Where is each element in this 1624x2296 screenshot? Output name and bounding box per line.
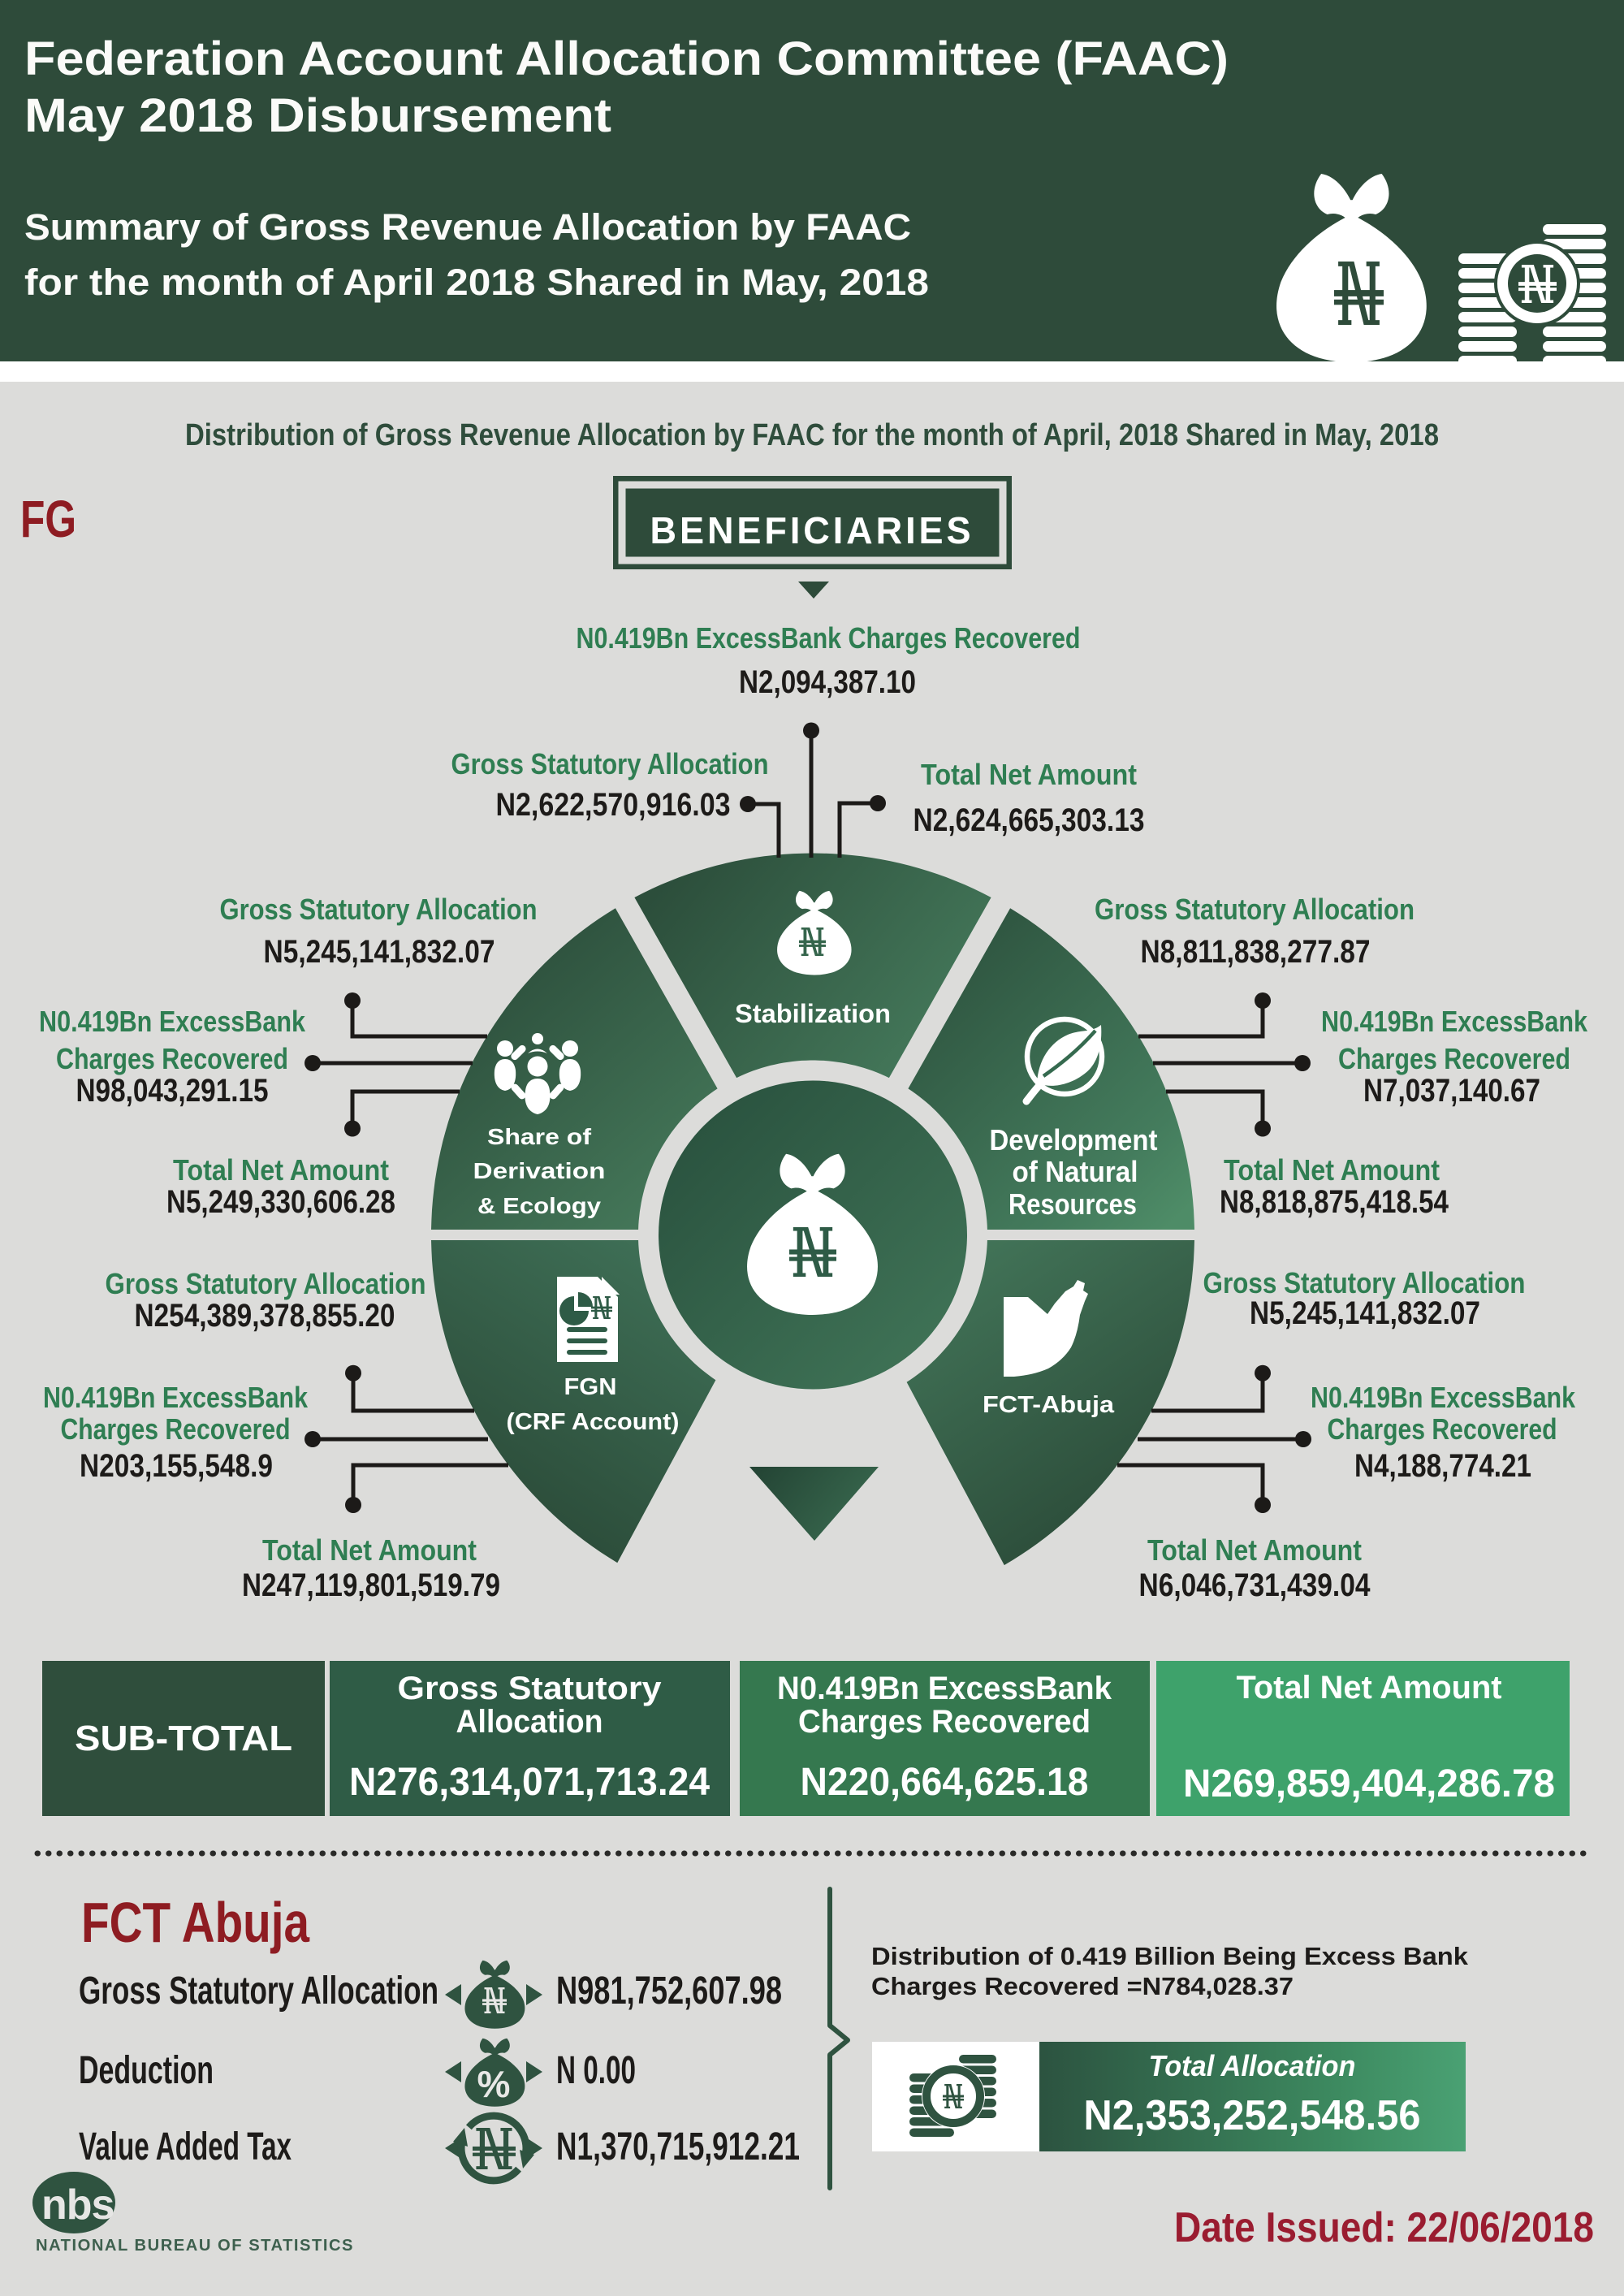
svg-text:& Ecology: & Ecology [477, 1193, 601, 1218]
svg-text:Total Net Amount: Total Net Amount [262, 1533, 477, 1567]
svg-text:N6,046,731,439.04: N6,046,731,439.04 [1139, 1567, 1371, 1603]
svg-text:Gross Statutory Allocation: Gross Statutory Allocation [79, 1970, 438, 2013]
svg-text:FG: FG [20, 490, 76, 548]
svg-text:N203,155,548.9: N203,155,548.9 [80, 1448, 273, 1484]
svg-text:N269,859,404,286.78: N269,859,404,286.78 [1183, 1762, 1555, 1805]
svg-text:Gross Statutory Allocation: Gross Statutory Allocation [106, 1267, 426, 1300]
svg-text:FCT Abuja: FCT Abuja [81, 1891, 310, 1954]
svg-text:BENEFICIARIES: BENEFICIARIES [650, 509, 974, 551]
svg-text:N0.419Bn ExcessBank: N0.419Bn ExcessBank [1321, 1005, 1588, 1038]
svg-text:Charges Recovered =N784,028.37: Charges Recovered =N784,028.37 [871, 1972, 1294, 2000]
svg-text:Derivation: Derivation [473, 1158, 606, 1183]
svg-text:N276,314,071,713.24: N276,314,071,713.24 [349, 1761, 710, 1804]
svg-text:N5,245,141,832.07: N5,245,141,832.07 [1250, 1295, 1480, 1331]
svg-text:Allocation: Allocation [456, 1704, 603, 1740]
svg-text:N0.419Bn ExcessBank Charges Re: N0.419Bn ExcessBank Charges Recovered [577, 621, 1081, 655]
svg-text:N0.419Bn ExcessBank: N0.419Bn ExcessBank [43, 1381, 309, 1414]
svg-text:N0.419Bn ExcessBank: N0.419Bn ExcessBank [777, 1671, 1112, 1706]
svg-text:Development: Development [990, 1123, 1158, 1157]
svg-text:Gross Statutory Allocation: Gross Statutory Allocation [451, 747, 769, 780]
svg-text:Charges Recovered: Charges Recovered [1328, 1412, 1557, 1446]
svg-text:N254,389,378,855.20: N254,389,378,855.20 [135, 1298, 395, 1334]
svg-text:Total Net Amount: Total Net Amount [1237, 1670, 1502, 1706]
svg-text:N8,811,838,277.87: N8,811,838,277.87 [1141, 934, 1371, 970]
svg-text:Gross Statutory Allocation: Gross Statutory Allocation [1203, 1266, 1526, 1299]
svg-text:Deduction: Deduction [79, 2049, 214, 2092]
svg-text:Total Net Amount: Total Net Amount [921, 758, 1137, 791]
svg-text:N220,664,625.18: N220,664,625.18 [801, 1761, 1089, 1804]
svg-text:SUB-TOTAL: SUB-TOTAL [75, 1719, 292, 1758]
svg-text:Date Issued: 22/06/2018: Date Issued: 22/06/2018 [1174, 2204, 1594, 2251]
svg-text:N2,622,570,916.03: N2,622,570,916.03 [496, 787, 731, 823]
svg-text:nbs: nbs [41, 2181, 114, 2229]
svg-text:N2,094,387.10: N2,094,387.10 [739, 664, 916, 700]
svg-text:Charges Recovered: Charges Recovered [798, 1704, 1091, 1740]
svg-text:N5,245,141,832.07: N5,245,141,832.07 [264, 934, 495, 970]
svg-text:FCT-Abuja: FCT-Abuja [983, 1392, 1115, 1418]
svg-text:of Natural: of Natural [1013, 1155, 1138, 1188]
svg-text:N8,818,875,418.54: N8,818,875,418.54 [1220, 1184, 1449, 1220]
svg-text:Summary of Gross Revenue Alloc: Summary of Gross Revenue Allocation by F… [24, 206, 911, 248]
svg-text:Charges Recovered: Charges Recovered [1338, 1042, 1570, 1075]
svg-text:Share of: Share of [487, 1124, 592, 1149]
svg-text:Distribution of 0.419 Billion: Distribution of 0.419 Billion Being Exce… [871, 1942, 1469, 1970]
svg-text:for the month of April 2018 Sh: for the month of April 2018 Shared in Ma… [24, 262, 929, 303]
svg-text:Total Net Amount: Total Net Amount [1224, 1153, 1440, 1187]
svg-text:Resources: Resources [1009, 1187, 1137, 1221]
svg-text:N7,037,140.67: N7,037,140.67 [1363, 1073, 1540, 1109]
svg-text:(CRF Account): (CRF Account) [507, 1409, 680, 1435]
svg-text:Value Added Tax: Value Added Tax [79, 2125, 292, 2168]
svg-text:Stabilization: Stabilization [735, 999, 891, 1028]
svg-text:N2,353,252,548.56: N2,353,252,548.56 [1084, 2092, 1421, 2139]
svg-text:Total Net Amount: Total Net Amount [1147, 1533, 1362, 1567]
svg-text:Charges Recovered: Charges Recovered [61, 1412, 291, 1446]
svg-text:FGN: FGN [564, 1374, 617, 1400]
svg-text:N0.419Bn ExcessBank: N0.419Bn ExcessBank [39, 1005, 306, 1038]
svg-text:N247,119,801,519.79: N247,119,801,519.79 [242, 1567, 500, 1603]
svg-text:N 0.00: N 0.00 [556, 2049, 636, 2092]
svg-text:N4,188,774.21: N4,188,774.21 [1354, 1448, 1531, 1484]
svg-text:May 2018 Disbursement: May 2018 Disbursement [24, 89, 611, 142]
svg-text:N981,752,607.98: N981,752,607.98 [556, 1970, 782, 2013]
svg-text:N0.419Bn ExcessBank: N0.419Bn ExcessBank [1311, 1381, 1576, 1414]
svg-text:Federation Account Allocation: Federation Account Allocation Committee … [24, 32, 1229, 85]
svg-text:%: % [477, 2063, 511, 2105]
svg-text:NATIONAL BUREAU OF STATISTICS: NATIONAL BUREAU OF STATISTICS [36, 2237, 354, 2255]
svg-text:Total Net Amount: Total Net Amount [173, 1153, 389, 1187]
svg-text:Gross Statutory Allocation: Gross Statutory Allocation [220, 893, 538, 926]
svg-text:N98,043,291.15: N98,043,291.15 [76, 1073, 269, 1109]
svg-text:N1,370,715,912.21: N1,370,715,912.21 [556, 2125, 800, 2168]
svg-text:N5,249,330,606.28: N5,249,330,606.28 [166, 1184, 395, 1220]
svg-text:Gross Statutory: Gross Statutory [398, 1671, 663, 1706]
svg-text:Gross Statutory Allocation: Gross Statutory Allocation [1095, 893, 1415, 926]
svg-text:Total Allocation: Total Allocation [1149, 2049, 1356, 2082]
svg-text:Distribution of Gross Revenue: Distribution of Gross Revenue Allocation… [185, 418, 1439, 452]
svg-text:Charges Recovered: Charges Recovered [56, 1042, 288, 1075]
svg-text:N2,624,665,303.13: N2,624,665,303.13 [914, 802, 1145, 838]
